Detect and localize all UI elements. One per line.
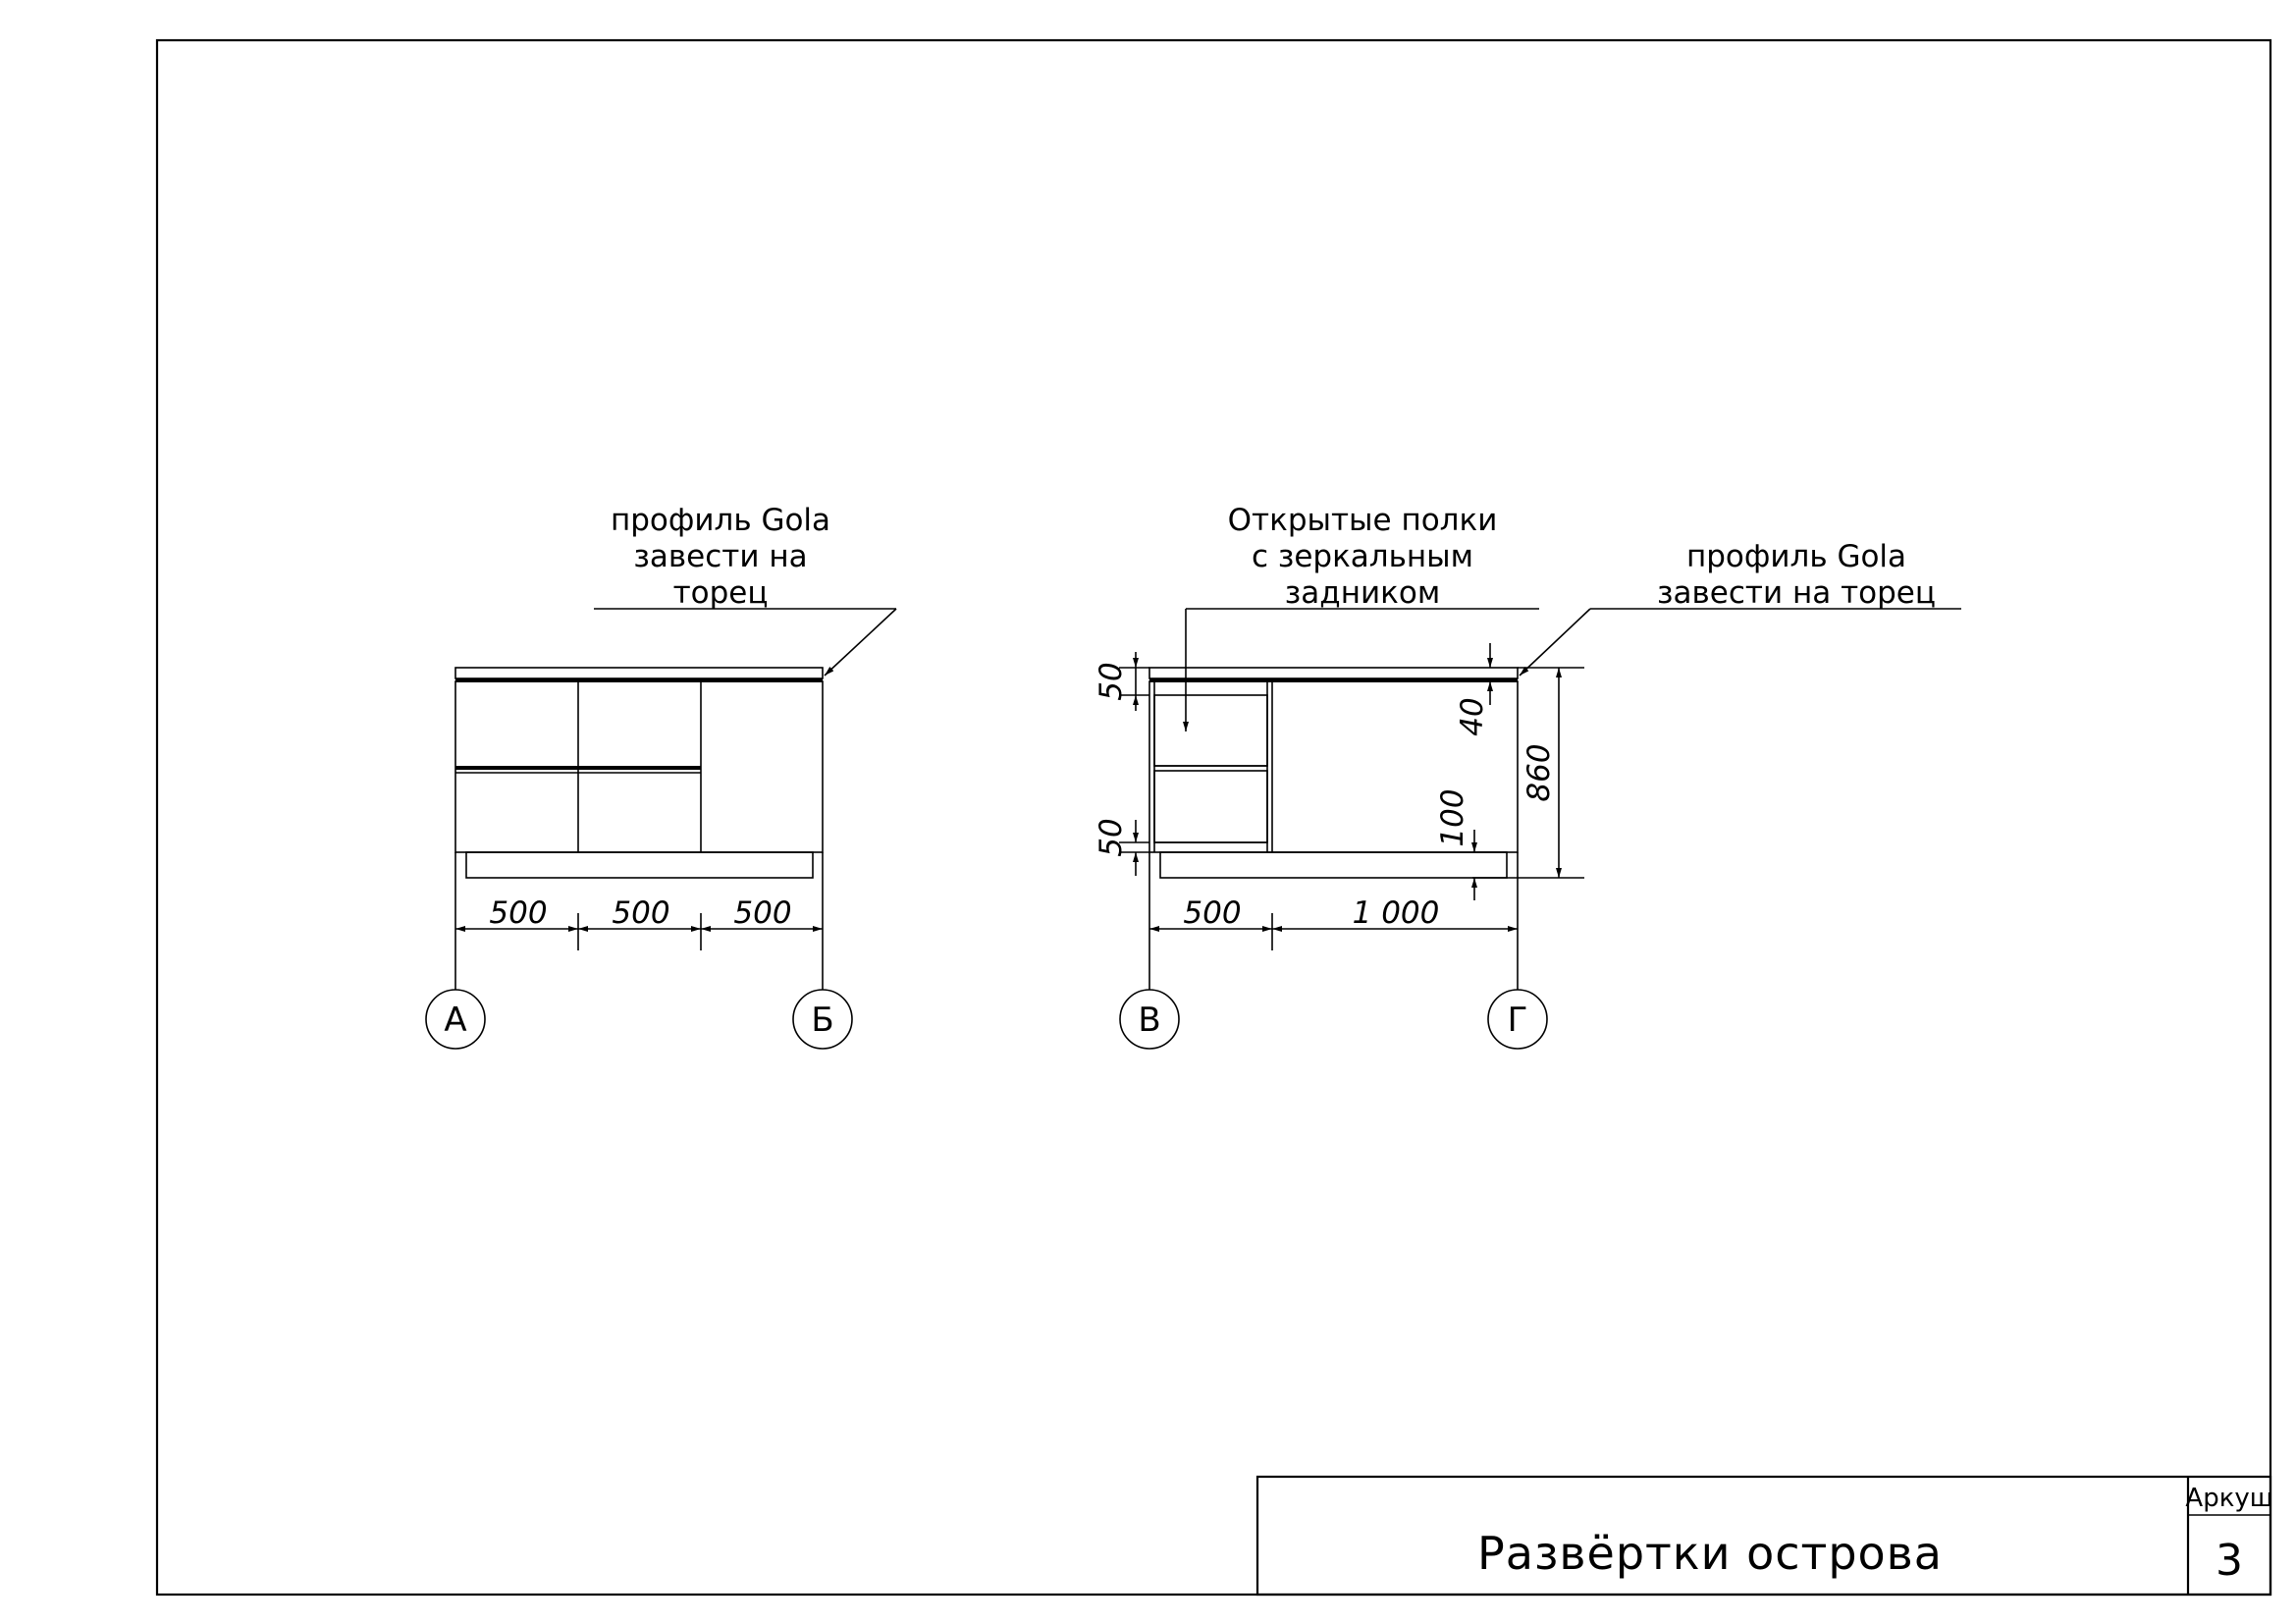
axis-label-g: Г xyxy=(1508,1001,1528,1040)
dim-500-1: 500 xyxy=(489,895,547,931)
leader-profile-arrow xyxy=(824,608,897,677)
note-shelves-line3: задником xyxy=(1285,575,1440,611)
shelf-upper xyxy=(1153,694,1268,767)
note-profile-line1: профиль Gola xyxy=(611,503,830,538)
axis-marker-g xyxy=(1487,989,1548,1050)
axis-label-a: А xyxy=(444,1001,466,1040)
dim-40: 40 xyxy=(1455,697,1490,735)
dim-500-right: 500 xyxy=(1183,895,1241,931)
note-shelves-line2: с зеркальным xyxy=(1252,539,1473,574)
axis-marker-a xyxy=(425,989,486,1050)
plinth xyxy=(465,851,814,879)
note-profile-right-line2: завести на торец xyxy=(1657,575,1936,611)
dim-860: 860 xyxy=(1522,743,1557,801)
axis-marker-v xyxy=(1119,989,1180,1050)
axis-marker-b xyxy=(792,989,853,1050)
sheet-number: 3 xyxy=(2216,1536,2243,1586)
title-block: Развёртки острова Аркуш 3 xyxy=(1255,1475,2273,1597)
elevation-right: Открытые полки с зеркальным задником про… xyxy=(1094,503,1961,1050)
shelf-lower xyxy=(1153,770,1268,843)
axis-label-b: Б xyxy=(811,1001,833,1040)
axis-label-v: В xyxy=(1138,1001,1160,1040)
dim-50-top: 50 xyxy=(1094,662,1129,700)
note-shelves-line1: Открытые полки xyxy=(1228,503,1498,538)
note-profile-line2: завести на xyxy=(633,539,807,574)
dim-500-2: 500 xyxy=(612,895,669,931)
countertop xyxy=(454,667,824,679)
dim-500-3: 500 xyxy=(733,895,791,931)
dim-50-bottom: 50 xyxy=(1094,818,1129,856)
sheet-label: Аркуш xyxy=(2185,1484,2272,1513)
leader-profile-right-arrow xyxy=(1519,608,1591,677)
elevation-left: профиль Gola завести на торец 500 500 50… xyxy=(425,503,897,1050)
note-profile-right-line1: профиль Gola xyxy=(1686,539,1906,574)
dim-1000: 1 000 xyxy=(1353,895,1440,931)
countertop-right xyxy=(1148,667,1519,679)
drawing-title: Развёртки острова xyxy=(1477,1527,1943,1580)
plinth-right xyxy=(1159,851,1508,879)
dim-100: 100 xyxy=(1435,788,1470,846)
sheet-frame xyxy=(155,38,2272,1597)
note-profile-line3: торец xyxy=(673,575,769,611)
